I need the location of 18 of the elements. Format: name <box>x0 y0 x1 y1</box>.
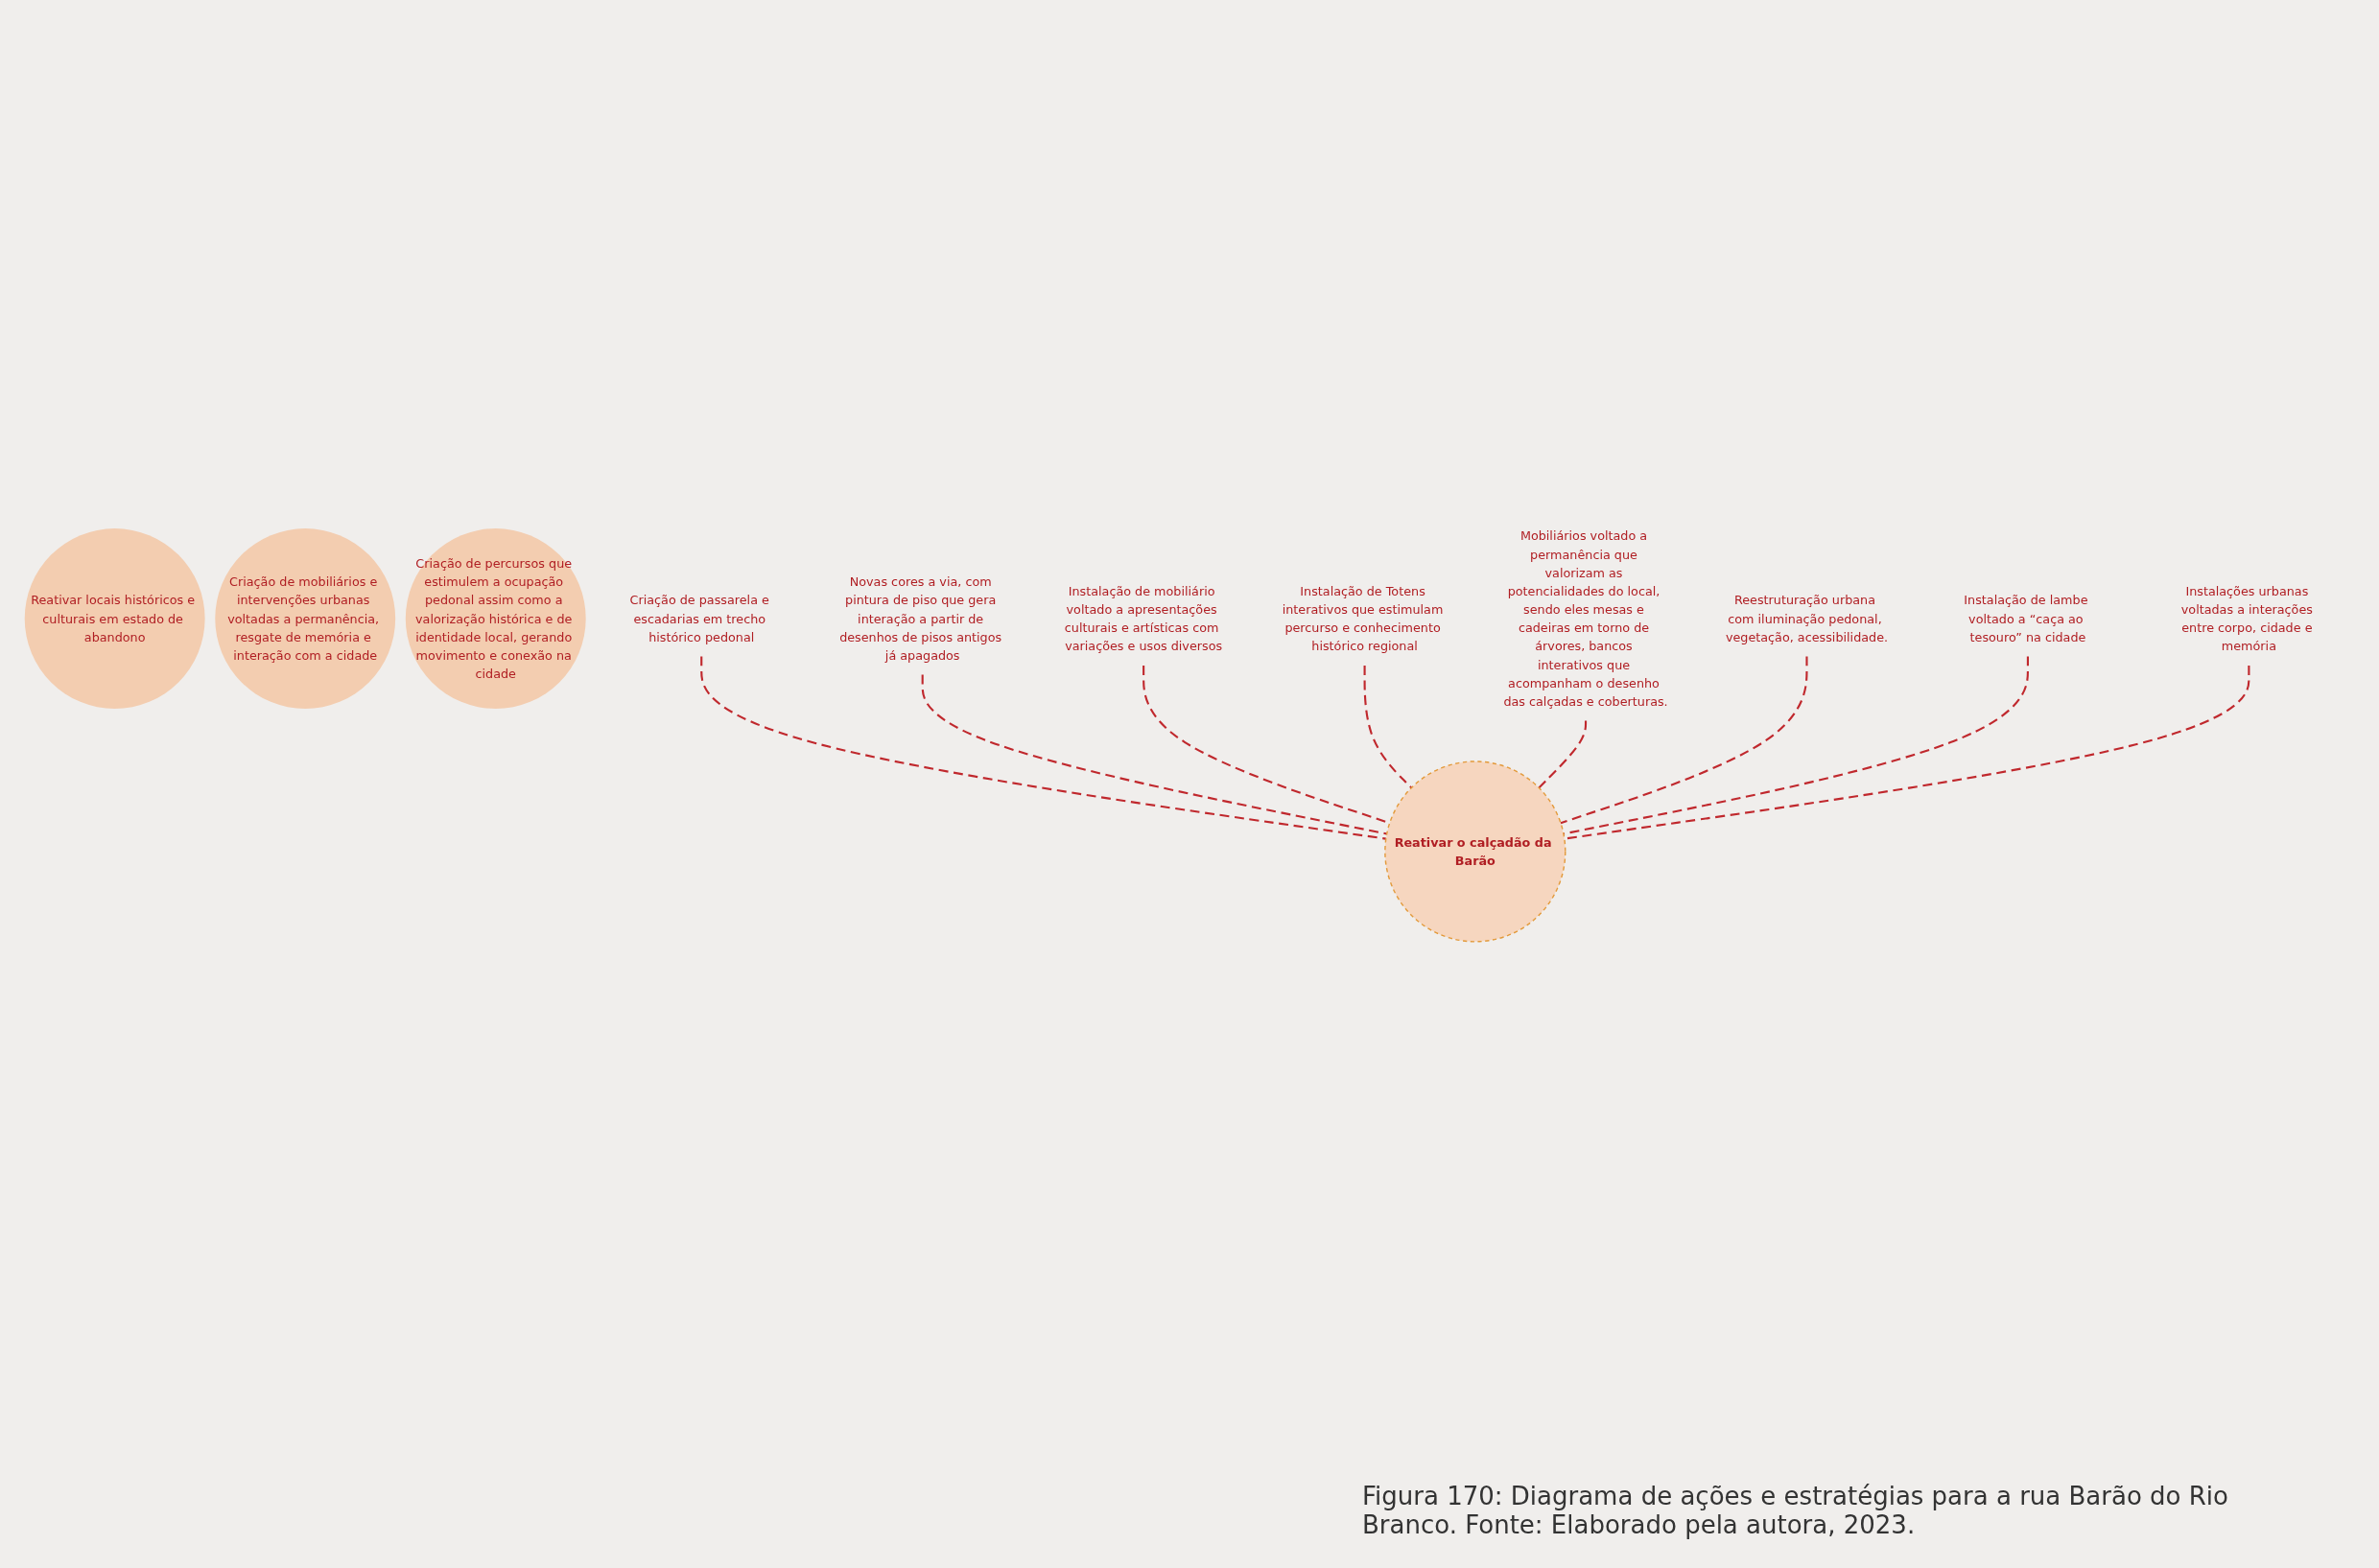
node-text: Instalações urbanas voltadas a interações entre corpo, cidade e memória <box>2180 583 2313 653</box>
connector <box>1560 656 1808 824</box>
connector <box>700 656 1386 840</box>
node-text: Instalação de lambe voltado a “caça ao tesouro” na cidade <box>1964 593 2088 644</box>
connector <box>1363 665 1413 788</box>
connector <box>1538 720 1588 788</box>
node-circle: Reativar locais históricos e culturais em estado de abandono <box>24 527 205 709</box>
node-text: Mobiliários voltado a permanência que valorizam as potencialidades do local, sendo eles mesas e cadeiras em torno de árvores, bancos interativos que acompanham o desenho das calçadas e coberturas. <box>1503 528 1668 709</box>
node-text: Reestruturação urbana com iluminação pedonal, vegetação, acessibilidade. <box>1725 593 1889 644</box>
node-text: Instalação de mobiliário voltado a apresentações culturais e artísticas com variações e usos diversos <box>1064 583 1223 653</box>
node-text: Instalação de Totens interativos que estimulam percurso e conhecimento histórico regional <box>1282 583 1444 653</box>
figure-caption: Figura 170: Diagrama de ações e estratégias para a rua Barão do Rio Branco. Fonte: Elaborado pela autora, 2023. <box>1362 1482 2229 1539</box>
node-circle: Criação de mobiliários e intervenções urbanas voltadas a permanência, resgate de memória e interação com a cidade <box>215 527 396 709</box>
node-circle: Criação de percursos que estimulem a ocupação pedonal assim como a valorização histórica e de identidade local, gerando movimento e conexão na cidade <box>405 527 586 709</box>
node-text: Novas cores a via, com pintura de piso que gera interação a partir de desenhos de pisos antigos já apagados <box>839 574 1002 663</box>
node-text: Criação de passarela e escadarias em trecho histórico pedonal <box>629 593 769 644</box>
connector <box>921 674 1387 835</box>
node-circle: Reativar o calçadão da Barão <box>1384 760 1566 943</box>
